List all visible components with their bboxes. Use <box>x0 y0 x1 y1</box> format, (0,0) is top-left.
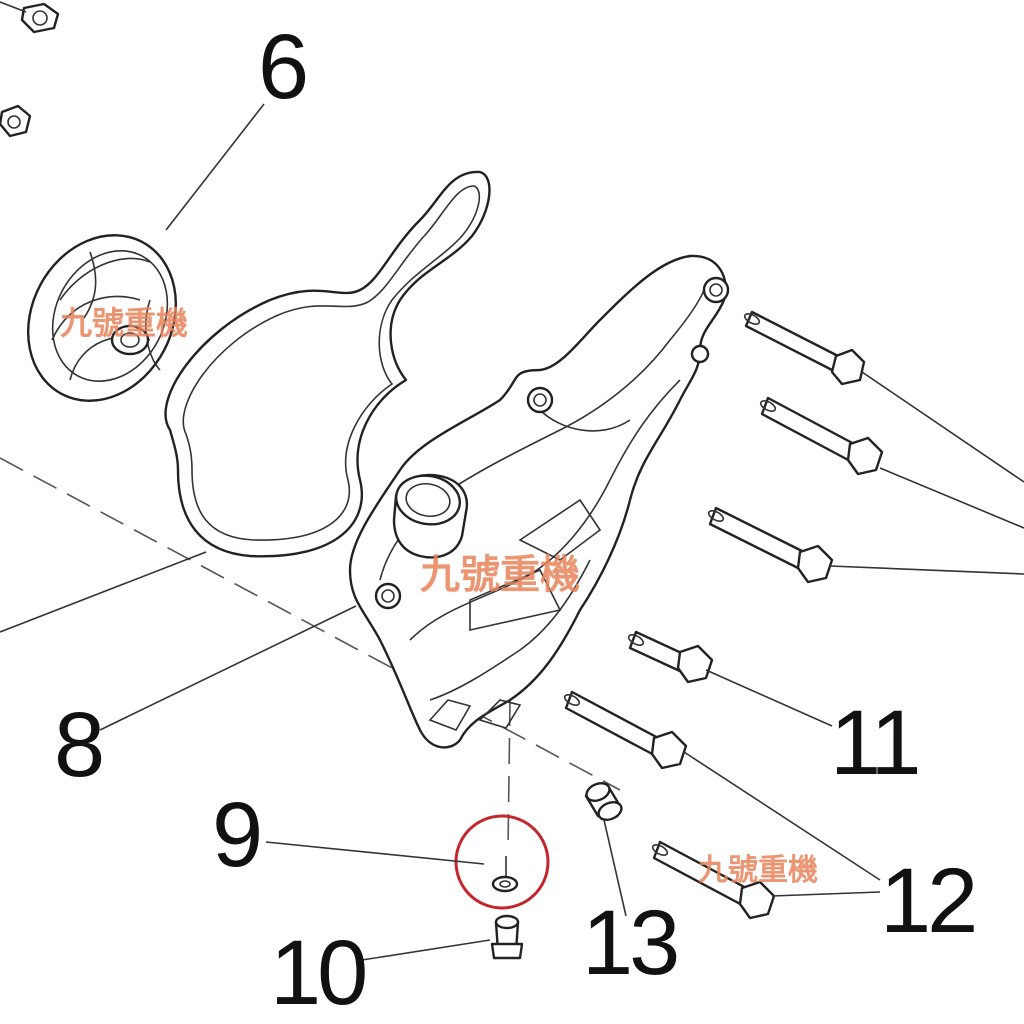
callout-10: 10 <box>270 922 365 1024</box>
leader-6 <box>165 103 265 231</box>
water-pump-cover <box>348 254 730 749</box>
leader-12-a <box>683 751 881 881</box>
watermark-bottom-right: 九號重機 <box>698 853 818 888</box>
bolt-part-12-b <box>651 840 776 920</box>
drain-axis-line <box>507 699 511 851</box>
leader-11-c <box>829 565 1024 575</box>
leader-11-d <box>705 669 833 727</box>
callout-11: 11 <box>830 692 918 794</box>
leader-11-a <box>861 371 1024 483</box>
highlight-circle <box>454 814 550 910</box>
callout-8: 8 <box>54 694 102 796</box>
leader-9 <box>265 841 485 865</box>
bolt-part-11-a <box>743 310 866 386</box>
partial-bolt-mid-left <box>0 104 32 138</box>
callout-6: 6 <box>258 16 306 118</box>
watermark-top-left: 九號重機 <box>60 304 188 342</box>
bolt-part-11-b <box>759 396 884 476</box>
dowel-pin-part-13 <box>584 782 623 821</box>
gasket-part-8 <box>164 170 491 558</box>
bolt-part-11-d <box>627 630 714 684</box>
leader-8-cover <box>99 605 357 731</box>
bolt-part-11-c <box>707 506 834 584</box>
leader-8-gasket <box>0 551 207 633</box>
drain-bolt-part-10 <box>490 914 524 960</box>
callout-12: 12 <box>880 850 974 952</box>
leader-11-b <box>879 467 1024 529</box>
callout-13: 13 <box>582 892 677 994</box>
impeller-part-6 <box>26 234 178 402</box>
leader-13 <box>603 819 627 917</box>
washer-part-9 <box>491 856 519 893</box>
bolt-part-12-a <box>563 690 688 770</box>
leader-10 <box>361 939 491 961</box>
partial-bolt-top-left <box>0 1 60 34</box>
assembly-axis-line <box>0 457 621 791</box>
watermark-center: 九號重機 <box>420 552 580 598</box>
callout-9: 9 <box>212 784 259 886</box>
leader-12-b <box>771 891 881 897</box>
